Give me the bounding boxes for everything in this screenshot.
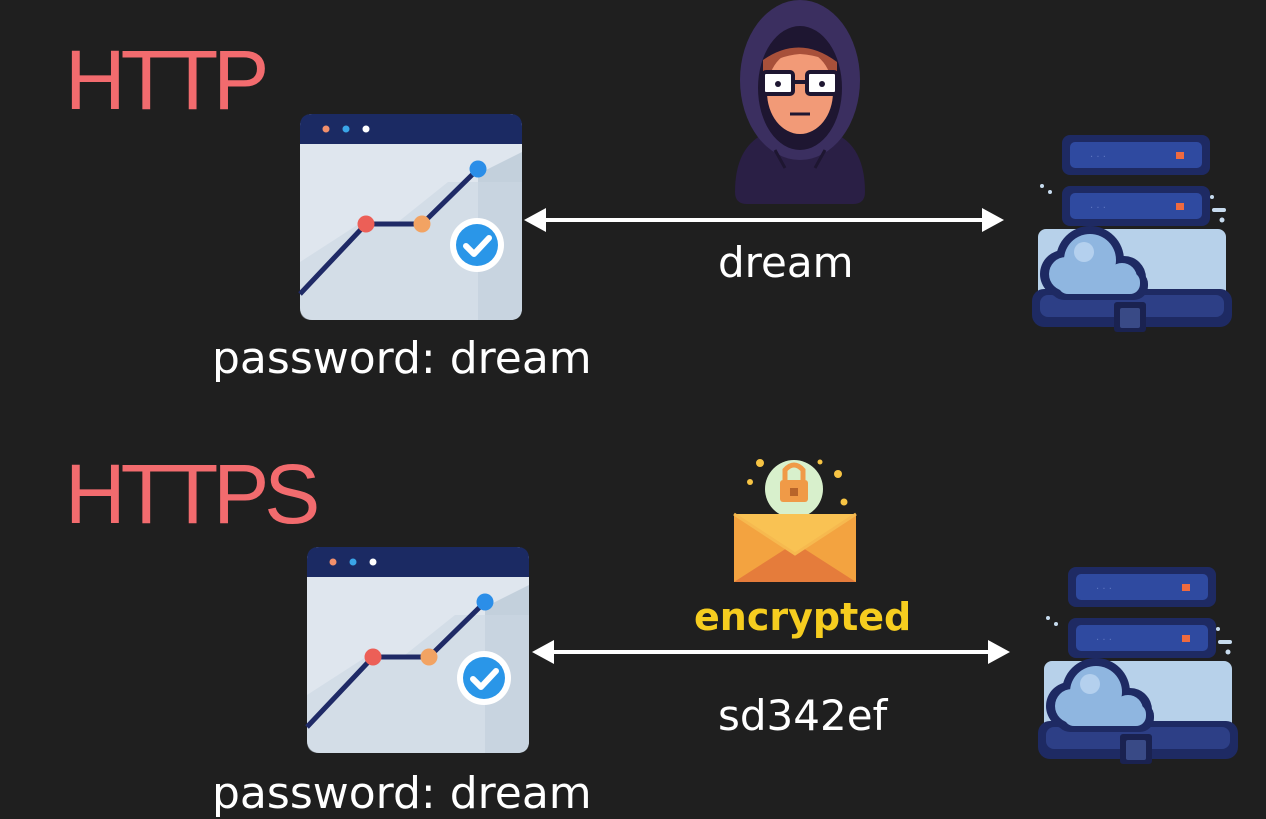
https-title: HTTPS [65,447,320,541]
encrypted-label: encrypted [694,595,912,639]
http-client-caption: password: dream [212,333,592,384]
http-cloud-server-icon [1032,134,1232,334]
https-cloud-server-icon [1038,566,1238,766]
https-payload-text: sd342ef [718,691,888,740]
hooded-hacker-icon [735,0,865,205]
http-connection-arrow [524,208,1004,232]
http-title: HTTP [65,33,269,127]
locked-envelope-icon [732,458,858,584]
https-client-browser-icon [305,545,531,755]
https-connection-arrow [532,640,1010,664]
http-payload-text: dream [718,238,854,287]
http-client-browser-icon [298,112,524,322]
https-client-caption: password: dream [212,768,592,819]
